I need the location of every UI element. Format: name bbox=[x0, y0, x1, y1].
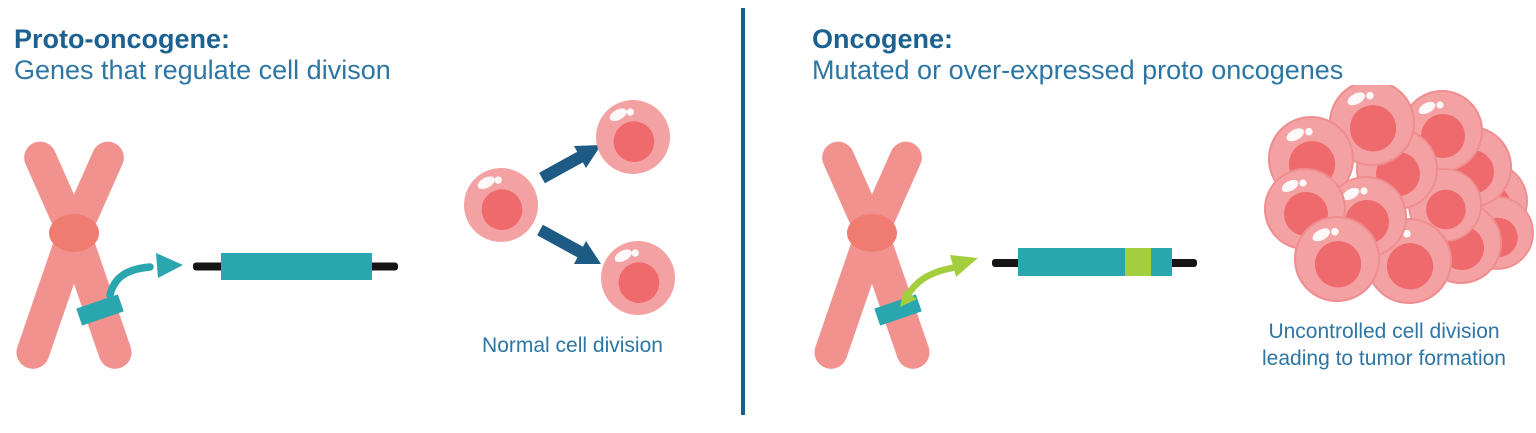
normal-division-caption: Normal cell division bbox=[482, 334, 663, 357]
division-arrow-down-icon bbox=[537, 224, 601, 264]
panel-divider bbox=[741, 8, 745, 415]
oncogene-illustration bbox=[814, 85, 1534, 369]
oncogene-title-block: Oncogene: Mutated or over-expressed prot… bbox=[812, 24, 1343, 86]
daughter-cell-icon bbox=[601, 241, 675, 315]
proto-oncogene-title-block: Proto-oncogene: Genes that regulate cell… bbox=[14, 24, 391, 86]
gene-locus-band bbox=[76, 294, 124, 326]
gene-segment bbox=[193, 253, 398, 280]
gene-extraction-arrow-icon bbox=[106, 253, 183, 299]
normal-cell-division-group bbox=[464, 100, 675, 315]
normal-gene-box bbox=[221, 253, 372, 280]
mutated-gene-segment bbox=[992, 248, 1197, 276]
proto-oncogene-title: Proto-oncogene: bbox=[14, 24, 230, 54]
tumor-cell bbox=[1293, 215, 1381, 303]
parent-cell-icon bbox=[464, 168, 538, 242]
chromosome-icon bbox=[814, 141, 930, 369]
oncogene-title: Oncogene: bbox=[812, 24, 954, 54]
proto-oncogene-subtitle: Genes that regulate cell divison bbox=[14, 55, 391, 85]
mutation-arrow-icon bbox=[900, 255, 978, 307]
proto-oncogene-illustration bbox=[16, 100, 675, 369]
tumor-formation-caption: Uncontrolled cell division leading to tu… bbox=[1262, 320, 1506, 370]
tumor-cluster-icon bbox=[1264, 85, 1534, 305]
oncogene-subtitle: Mutated or over-expressed proto oncogene… bbox=[812, 55, 1344, 85]
centromere-icon bbox=[49, 214, 99, 252]
chromosome-icon bbox=[16, 141, 132, 369]
daughter-cell-icon bbox=[596, 100, 670, 174]
mutation-segment bbox=[1125, 248, 1151, 276]
division-arrow-up-icon bbox=[539, 145, 601, 184]
centromere-icon bbox=[847, 214, 897, 252]
